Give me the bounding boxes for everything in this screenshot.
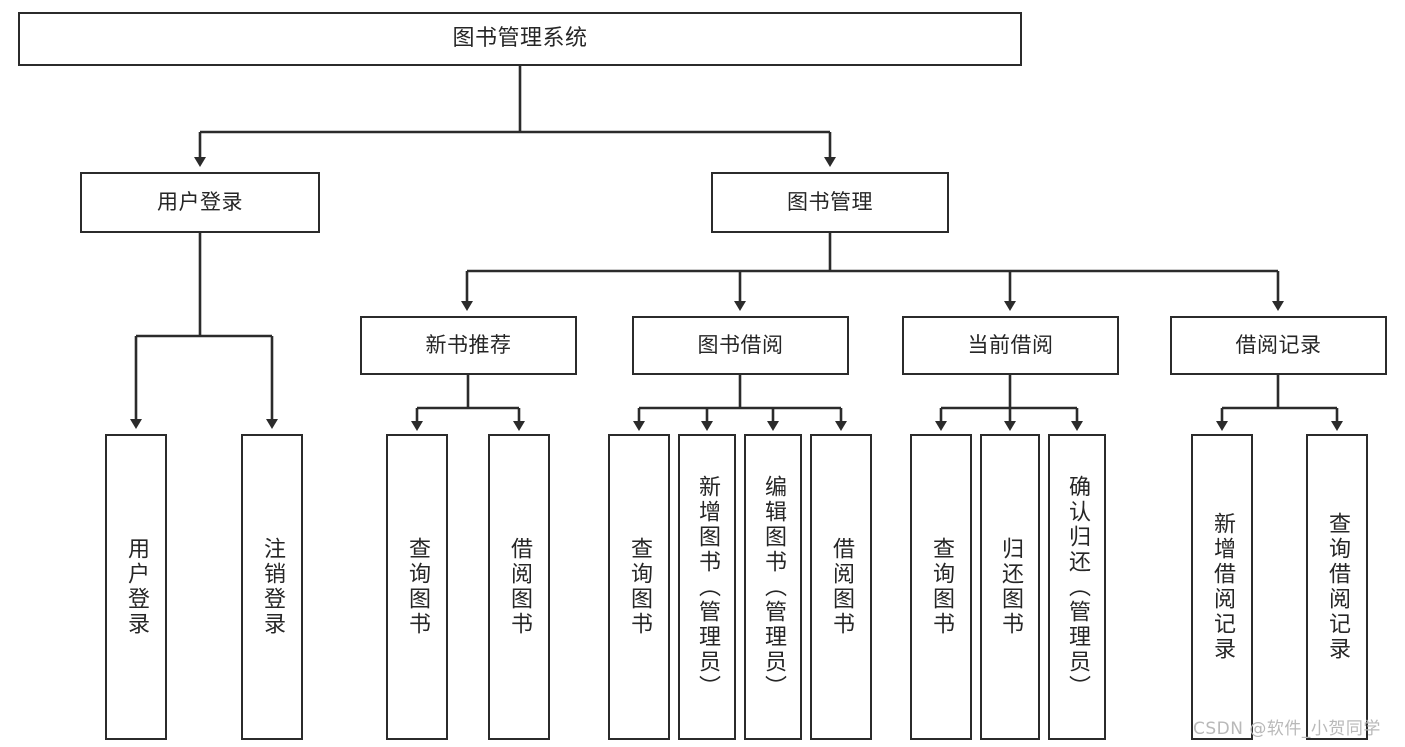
node-book-borrow[interactable]: 图书借阅	[632, 316, 849, 375]
node-label: 借阅图书	[507, 537, 532, 637]
node-leaf-user-login[interactable]: 用户登录	[105, 434, 167, 740]
node-label: 查询借阅记录	[1325, 512, 1350, 662]
node-label: 新增图书（管理员）	[695, 474, 720, 700]
node-label: 编辑图书（管理员）	[761, 474, 786, 700]
node-leaf-edit-book-admin[interactable]: 编辑图书（管理员）	[744, 434, 802, 740]
node-label: 注销登录	[260, 537, 285, 637]
node-label: 新增借阅记录	[1210, 512, 1235, 662]
node-label: 确认归还（管理员）	[1065, 474, 1090, 700]
node-label: 借阅记录	[1235, 333, 1322, 358]
node-label: 新书推荐	[425, 333, 512, 358]
node-leaf-add-book-admin[interactable]: 新增图书（管理员）	[678, 434, 736, 740]
node-label: 借阅图书	[829, 537, 854, 637]
node-label: 查询图书	[627, 537, 652, 637]
node-label: 查询图书	[929, 537, 954, 637]
node-label: 查询图书	[405, 537, 430, 637]
csdn-watermark: CSDN @软件_小贺同学	[1193, 719, 1381, 739]
node-label: 用户登录	[157, 190, 243, 215]
node-leaf-query-borrow-record[interactable]: 查询借阅记录	[1306, 434, 1368, 740]
node-leaf-borrow-book-recommend[interactable]: 借阅图书	[488, 434, 550, 740]
node-label: 图书管理系统	[452, 26, 588, 52]
node-borrow-record[interactable]: 借阅记录	[1170, 316, 1387, 375]
node-leaf-confirm-return-admin[interactable]: 确认归还（管理员）	[1048, 434, 1106, 740]
node-label: 图书管理	[787, 190, 873, 215]
node-leaf-query-book-recommend[interactable]: 查询图书	[386, 434, 448, 740]
node-leaf-add-borrow-record[interactable]: 新增借阅记录	[1191, 434, 1253, 740]
node-leaf-return-book[interactable]: 归还图书	[980, 434, 1040, 740]
node-book-management[interactable]: 图书管理	[711, 172, 949, 233]
node-label: 图书借阅	[697, 333, 784, 358]
node-label: 当前借阅	[967, 333, 1054, 358]
node-current-borrow[interactable]: 当前借阅	[902, 316, 1119, 375]
node-label: 用户登录	[124, 537, 149, 637]
node-label: 归还图书	[998, 537, 1023, 637]
node-leaf-query-book-current[interactable]: 查询图书	[910, 434, 972, 740]
node-leaf-borrow-book[interactable]: 借阅图书	[810, 434, 872, 740]
node-user-login[interactable]: 用户登录	[80, 172, 320, 233]
node-root-book-management-system[interactable]: 图书管理系统	[18, 12, 1022, 66]
node-leaf-query-book-borrow[interactable]: 查询图书	[608, 434, 670, 740]
node-leaf-logout[interactable]: 注销登录	[241, 434, 303, 740]
node-new-book-recommend[interactable]: 新书推荐	[360, 316, 577, 375]
